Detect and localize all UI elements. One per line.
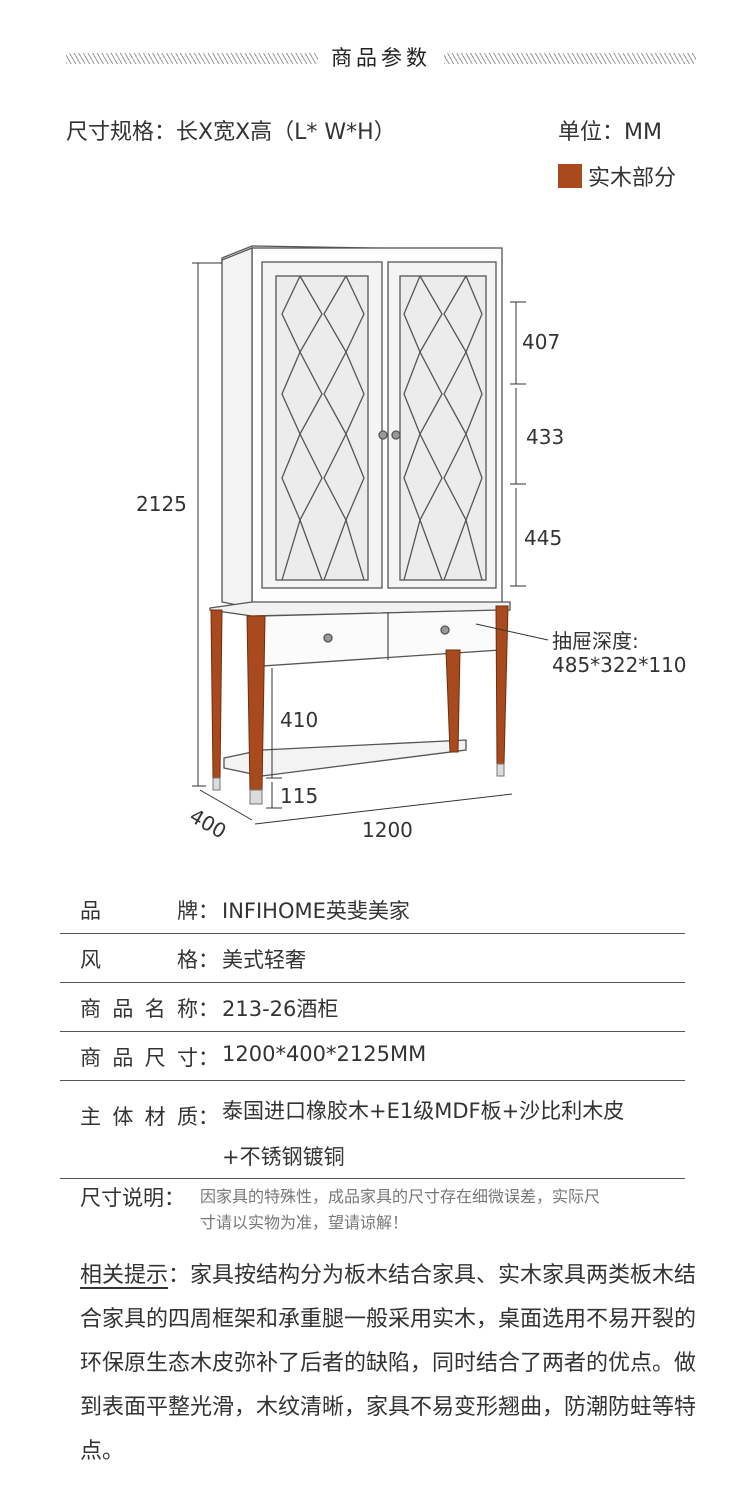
size-note-text: 因家具的特殊性，成品家具的尺寸存在细微误差，实际尺 寸请以实物为准，望请谅解！ xyxy=(200,1182,600,1236)
solid-wood-swatch xyxy=(558,164,582,188)
leg-back-left xyxy=(210,609,223,779)
info-row-material: 主体材质 ： 泰国进口橡胶木+E1级MDF板+沙比利木皮 +不锈钢镀铜 xyxy=(60,1081,685,1179)
dim-upper-3: 445 xyxy=(524,526,562,550)
info-key: 风格 xyxy=(80,948,198,972)
cabinet-drawing: 2125 407 433 445 抽屉深度: 485*322*110 410 1… xyxy=(136,245,687,844)
size-note-line-2: 寸请以实物为准，望请谅解！ xyxy=(200,1213,409,1232)
door-knob-left xyxy=(378,430,388,440)
dim-depth: 400 xyxy=(186,804,231,844)
drawer-depth-title: 抽屉深度: xyxy=(552,629,639,653)
dim-upper-1: 407 xyxy=(522,330,560,354)
info-colon: ： xyxy=(198,1105,219,1129)
solid-wood-legend: 实木部分 xyxy=(558,160,676,192)
drawer-depth-size: 485*322*110 xyxy=(552,653,687,677)
section-title-bar: 商品参数 xyxy=(66,40,696,78)
leg-back-right xyxy=(445,649,461,753)
info-key: 商品名称 xyxy=(80,997,198,1021)
info-row-style: 风格 ： 美式轻奢 xyxy=(60,934,685,983)
title-hatch-left xyxy=(66,53,318,64)
dim-total-height: 2125 xyxy=(136,492,187,516)
info-value: 泰国进口橡胶木+E1级MDF板+沙比利木皮 +不锈钢镀铜 xyxy=(222,1095,685,1173)
material-line-2: +不锈钢镀铜 xyxy=(222,1145,345,1169)
section-title: 商品参数 xyxy=(331,46,431,70)
info-value: 213-26酒柜 xyxy=(222,997,339,1021)
legend-label: 实木部分 xyxy=(588,166,677,191)
base-top xyxy=(209,601,511,617)
info-key: 商品尺寸 xyxy=(80,1046,198,1070)
info-row-brand: 品牌 ： INFIHOME英斐美家 xyxy=(60,885,685,934)
drawer-knob-left xyxy=(323,633,333,643)
material-line-1: 泰国进口橡胶木+E1级MDF板+沙比利木皮 xyxy=(222,1099,625,1123)
info-colon: ： xyxy=(198,997,219,1021)
door-knob-right xyxy=(391,430,401,440)
dim-upper-2: 433 xyxy=(526,425,564,449)
title-hatch-right xyxy=(444,53,696,64)
size-note: 尺寸说明： 因家具的特殊性，成品家具的尺寸存在细微误差，实际尺 寸请以实物为准，… xyxy=(80,1182,680,1236)
tips-label: 相关提示 xyxy=(80,1263,169,1288)
leg-front-left xyxy=(246,615,266,791)
info-value: 美式轻奢 xyxy=(222,948,306,972)
product-info-table: 品牌 ： INFIHOME英斐美家 风格 ： 美式轻奢 商品名称 ： 213-2… xyxy=(60,885,685,1179)
info-row-name: 商品名称 ： 213-26酒柜 xyxy=(60,983,685,1032)
info-colon: ： xyxy=(198,899,219,923)
base-apron xyxy=(261,609,501,667)
unit-label: 单位：MM xyxy=(558,120,662,145)
info-row-size: 商品尺寸 ： 1200*400*2125MM xyxy=(60,1032,685,1081)
right-door-glass xyxy=(399,275,487,581)
dim-foot: 115 xyxy=(280,784,318,808)
info-key: 品牌 xyxy=(80,899,198,923)
drawer-knob-right xyxy=(440,625,450,635)
left-door-glass xyxy=(275,275,369,581)
size-note-line-1: 因家具的特殊性，成品家具的尺寸存在细微误差，实际尺 xyxy=(200,1187,601,1206)
size-spec-label: 尺寸规格：长X宽X高（L* W*H） xyxy=(66,120,396,145)
dim-width: 1200 xyxy=(362,818,413,842)
info-key: 主体材质 xyxy=(80,1105,198,1129)
info-colon: ： xyxy=(198,1046,219,1070)
related-tips: 相关提示：家具按结构分为板木结合家具、实木家具两类板木结合家具的四周框架和承重腿… xyxy=(80,1254,700,1474)
upper-cabinet-side xyxy=(221,247,253,609)
info-value: 1200*400*2125MM xyxy=(222,1042,427,1066)
info-colon: ： xyxy=(198,948,219,972)
size-note-label: 尺寸说明： xyxy=(80,1186,185,1210)
dim-leg-gap: 410 xyxy=(280,708,318,732)
info-value: INFIHOME英斐美家 xyxy=(222,899,410,923)
tips-text: ：家具按结构分为板木结合家具、实木家具两类板木结合家具的四周框架和承重腿一般采用… xyxy=(80,1263,697,1464)
